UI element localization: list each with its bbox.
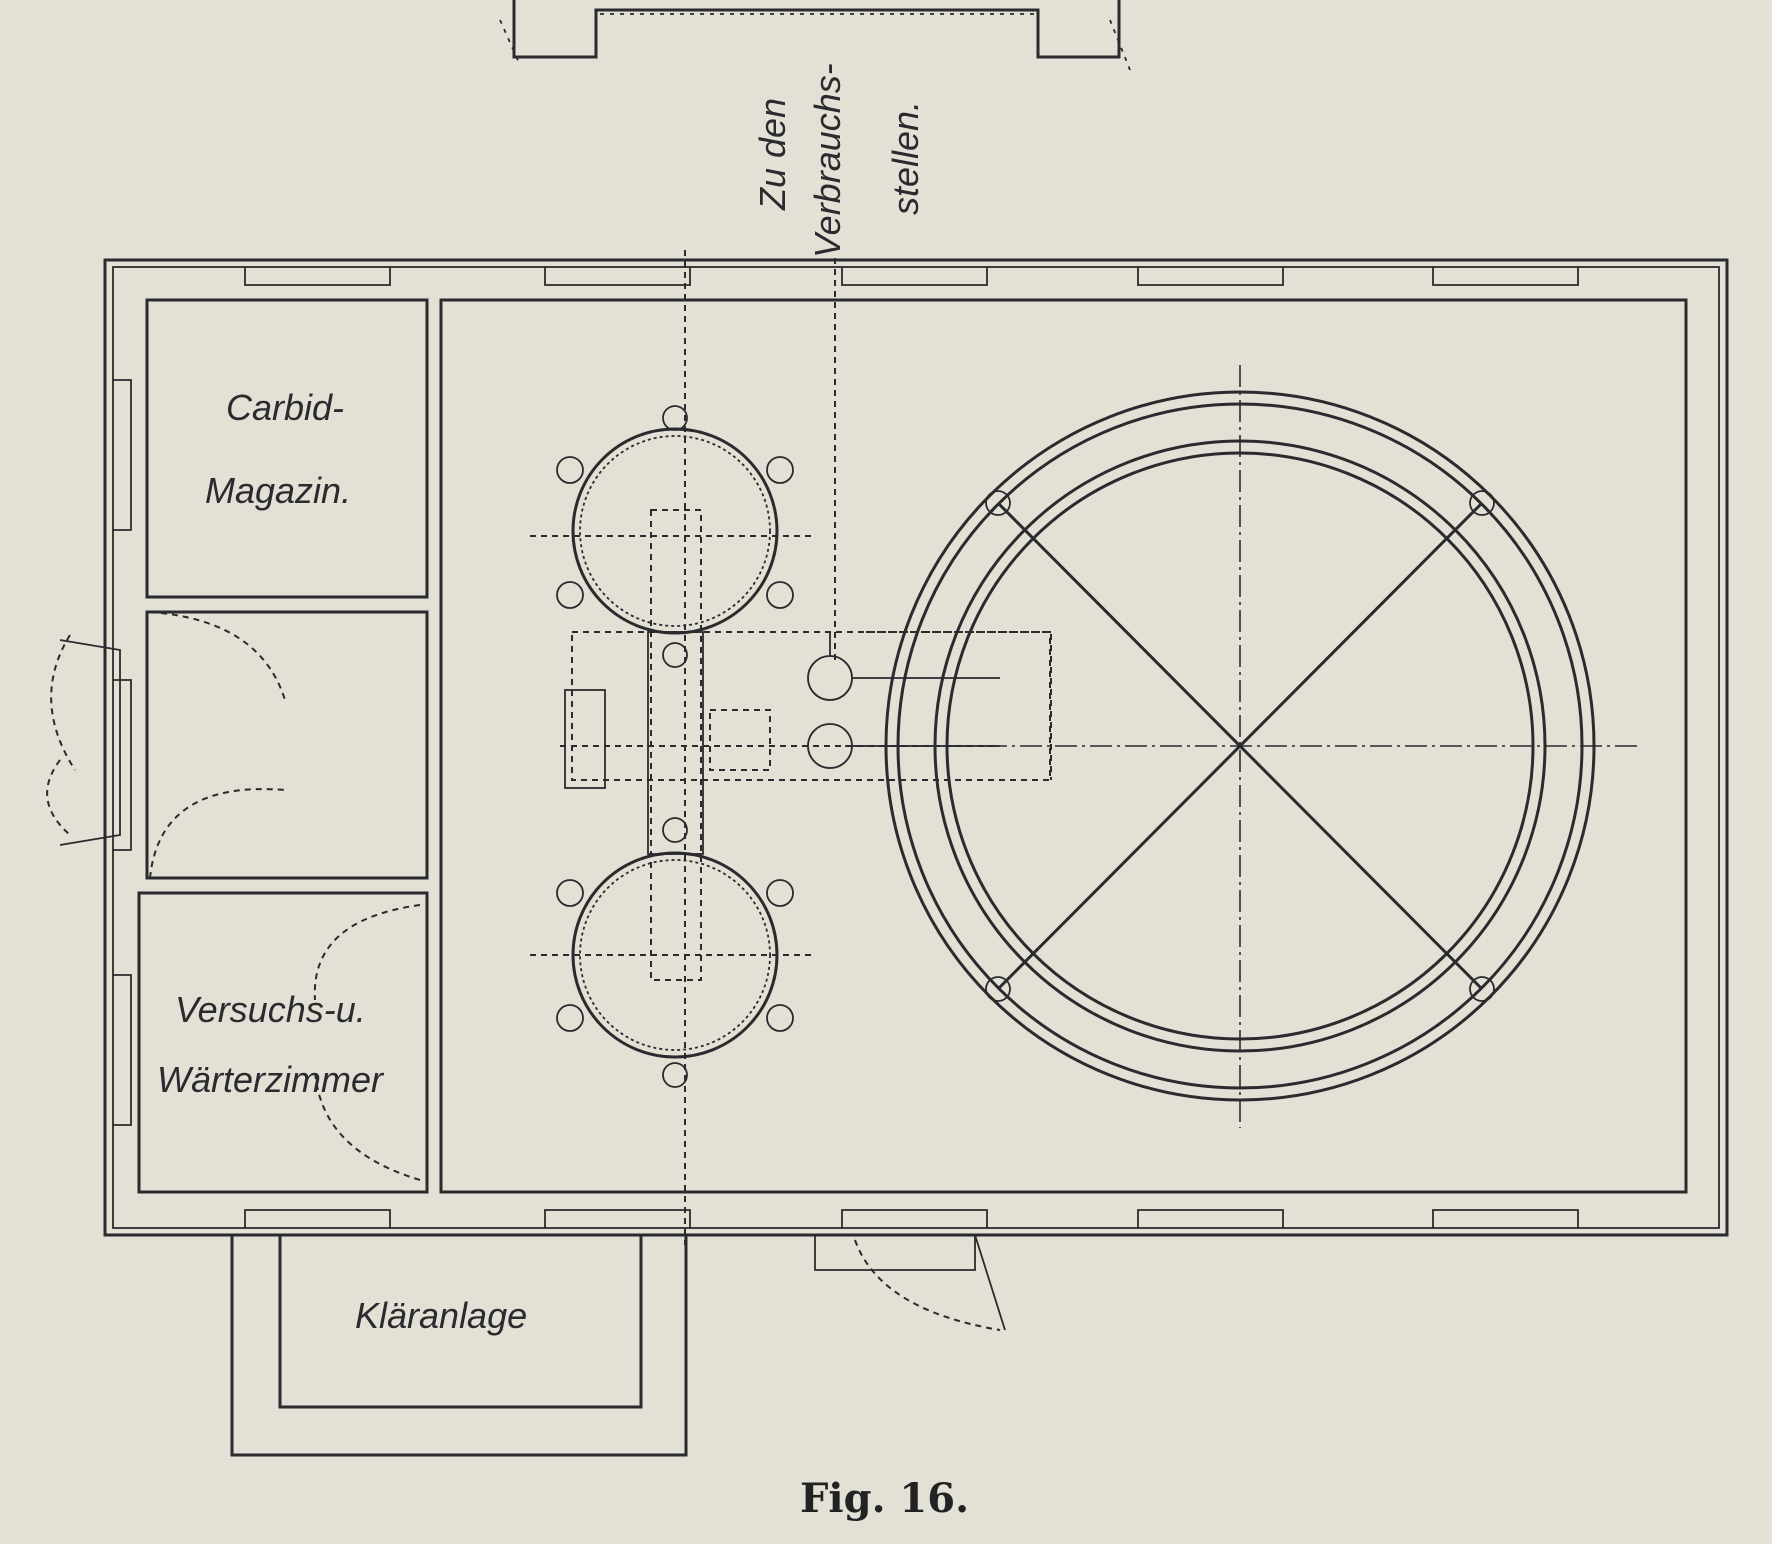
pipe-label: Zu den Verbrauchs- stellen.	[752, 63, 926, 258]
upper-structure-fragment	[499, 0, 1131, 71]
figure-caption: Fig. 16.	[800, 1475, 969, 1522]
label-versuchs-2: Wärterzimmer	[157, 1059, 385, 1100]
pipe-label-line-3: stellen.	[885, 101, 926, 215]
gas-holder	[845, 365, 1640, 1128]
room-labels: Carbid- Magazin. Versuchs-u. Wärterzimme…	[157, 387, 527, 1336]
label-carbid-2: Magazin.	[205, 470, 351, 511]
label-versuchs-1: Versuchs-u.	[175, 989, 366, 1030]
pipe-label-line-2: Verbrauchs-	[807, 63, 848, 258]
door-swings	[46, 611, 1006, 1331]
klaeranlage-basin	[230, 1235, 688, 1457]
building-walls	[103, 258, 1729, 1237]
generators	[530, 250, 1052, 1245]
label-klaeranlage: Kläranlage	[355, 1295, 527, 1336]
pipe-label-line-1: Zu den	[752, 98, 793, 211]
label-carbid-1: Carbid-	[226, 387, 344, 428]
